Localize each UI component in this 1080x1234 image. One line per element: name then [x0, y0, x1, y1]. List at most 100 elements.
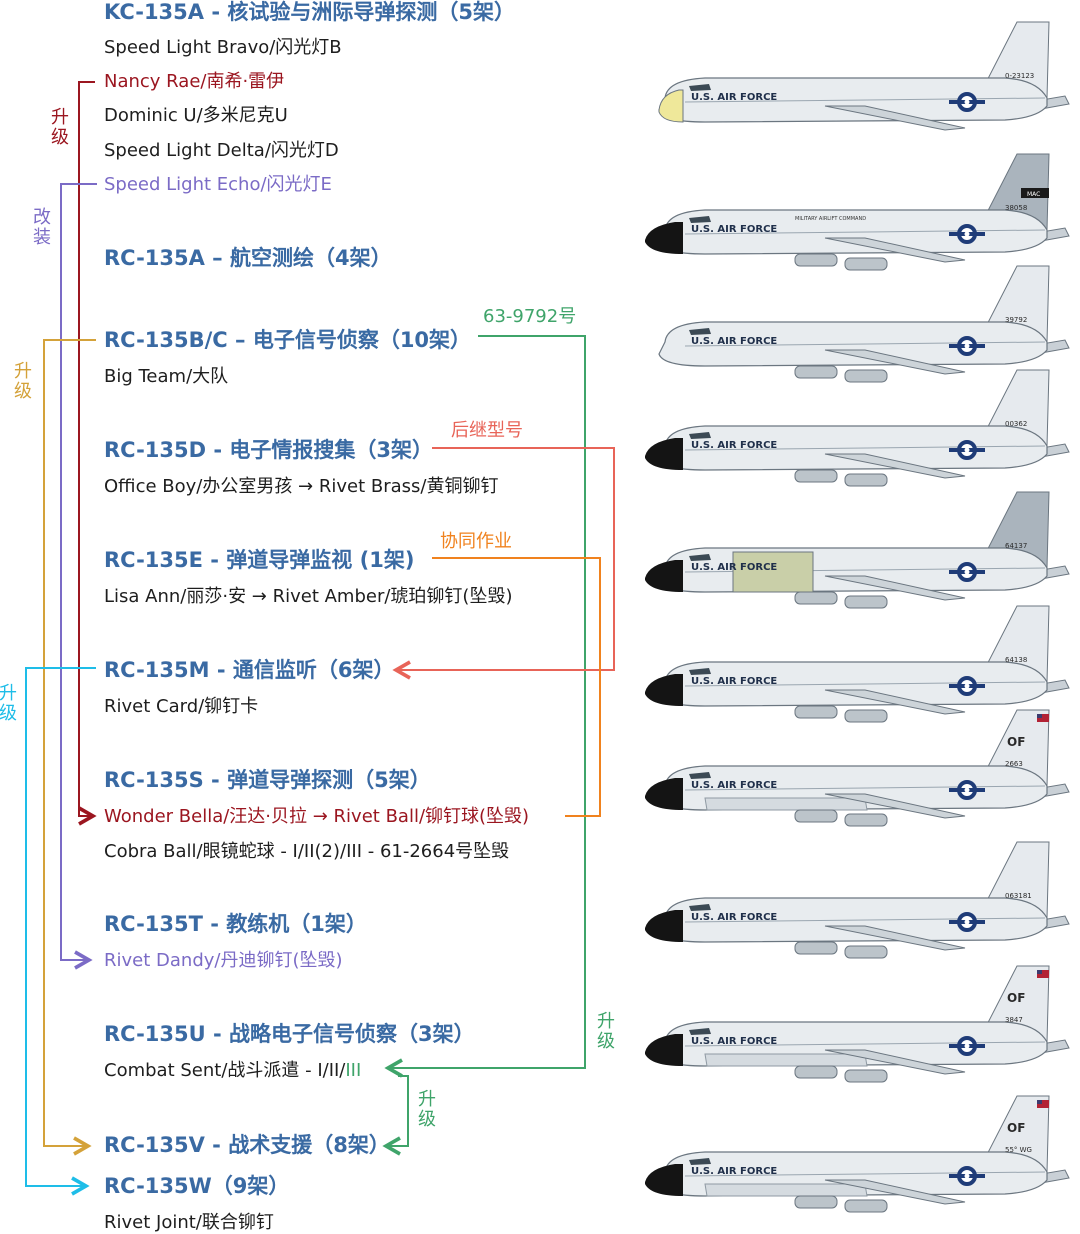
roundel-star — [964, 683, 970, 689]
variant-title: RC-135M - 通信监听（6架） — [104, 658, 395, 682]
variant-subtype: Combat Sent/战斗派遣 - I/II/III — [104, 1062, 361, 1080]
engine-nacelle — [844, 945, 888, 959]
variant-subtype: Office Boy/办公室男孩 → Rivet Brass/黄铜铆钉 — [104, 476, 499, 497]
variant-subtype: Rivet Card/铆钉卡 — [104, 696, 259, 717]
radome — [645, 438, 683, 470]
variant-title: KC-135A - 核试验与洲际导弹探测（5架） — [104, 0, 515, 24]
variant-subtype: Speed Light Delta/闪光灯D — [104, 140, 339, 161]
engine-nacelle — [844, 813, 888, 827]
variant-title: RC-135T - 教练机（1架） — [104, 912, 367, 936]
fuselage-stripe — [684, 229, 1046, 235]
fuselage-stripe — [684, 681, 1046, 687]
cheek-fairing — [704, 1183, 868, 1197]
wing — [824, 349, 966, 375]
roundel-star — [964, 343, 970, 349]
radome — [645, 1164, 683, 1196]
tail-number: 64138 — [1005, 656, 1027, 664]
fuselage-stripe — [684, 917, 1046, 923]
tail-flag-canton — [1037, 970, 1042, 974]
connector-salmon — [392, 447, 615, 680]
wing — [824, 1179, 966, 1205]
cockpit-window — [689, 1158, 711, 1165]
label-upgrade-gold: 升级 — [14, 361, 32, 402]
engine-nacelle — [844, 709, 888, 723]
tail-code: OF — [1007, 735, 1025, 749]
variant-subtype: Speed Light Bravo/闪光灯B — [104, 37, 342, 58]
engine-nacelle — [844, 1069, 888, 1083]
engine-nacelle — [794, 253, 838, 267]
fuselage-marking: U.S. AIR FORCE — [691, 1036, 777, 1047]
cockpit-window — [689, 772, 711, 779]
cockpit-window — [689, 668, 711, 675]
tail-number: 39792 — [1005, 316, 1027, 324]
connector-cyan — [25, 667, 96, 1196]
tail-number: 00362 — [1005, 420, 1027, 428]
fuselage-stripe — [684, 785, 1046, 791]
tail-band — [1021, 188, 1049, 198]
engine-nacelle — [794, 809, 838, 823]
radome — [645, 222, 683, 254]
cockpit-window — [689, 328, 711, 335]
subtype-prefix: Combat Sent/战斗派遣 - I/II/ — [104, 1060, 346, 1081]
roundel-star — [964, 1043, 970, 1049]
tail-flag — [1037, 970, 1049, 978]
tail-flag-canton — [1037, 1100, 1042, 1104]
engine-nacelle — [844, 369, 888, 383]
engine-nacelle — [794, 1195, 838, 1209]
radome — [645, 910, 683, 942]
label-upgrade-green: 升级 — [597, 1011, 615, 1052]
connector-purple — [60, 183, 97, 970]
variant-subtype: Cobra Ball/眼镜蛇球 - I/II(2)/III - 61-2664号… — [104, 841, 510, 862]
fuselage-marking: U.S. AIR FORCE — [691, 912, 777, 923]
variant-title: RC-135D - 电子情报搜集（3架） — [104, 438, 433, 462]
tail-number: 38058 — [1005, 204, 1027, 212]
engine-nacelle — [794, 365, 838, 379]
cockpit-window — [689, 904, 711, 911]
fuselage-stripe — [684, 1041, 1046, 1047]
label-upgrade-green-small: 升级 — [418, 1089, 436, 1130]
connector-red — [78, 81, 97, 826]
fuselage-marking: U.S. AIR FORCE — [691, 224, 777, 235]
engine-nacelle — [844, 595, 888, 609]
roundel-star — [964, 919, 970, 925]
roundel-star — [964, 447, 970, 453]
variant-title: RC-135S - 弹道导弹探测（5架） — [104, 768, 431, 792]
label-successor: 后继型号 — [451, 420, 523, 441]
tail-code: OF — [1007, 991, 1025, 1005]
wing — [824, 453, 966, 479]
variant-subtype: Nancy Rae/南希·雷伊 — [104, 71, 285, 92]
fuselage-stripe — [684, 445, 1046, 451]
tail-flag-canton — [1037, 714, 1042, 718]
fuselage-marking: U.S. AIR FORCE — [691, 780, 777, 791]
aircraft-side-view: U.S. AIR FORCE 2663 OF — [645, 709, 1070, 827]
variant-subtype: Dominic U/多米尼克U — [104, 105, 288, 126]
engine-nacelle — [844, 1199, 888, 1213]
engine-nacelle — [794, 591, 838, 605]
roundel-star — [964, 231, 970, 237]
wing — [824, 689, 966, 715]
connector-green — [384, 335, 586, 1078]
aircraft-side-view: U.S. AIR FORCE 64138 — [645, 605, 1070, 723]
tail-code: OF — [1007, 1121, 1025, 1135]
wing — [824, 105, 966, 131]
tail-flag — [1037, 714, 1049, 722]
tail-number: 2663 — [1005, 760, 1023, 768]
roundel-star — [964, 787, 970, 793]
variant-subtype: Big Team/大队 — [104, 366, 229, 387]
fuselage-marking: U.S. AIR FORCE — [691, 676, 777, 687]
tail-number: 0-23123 — [1005, 72, 1034, 80]
engine-nacelle — [794, 469, 838, 483]
engine-nacelle — [794, 941, 838, 955]
cockpit-window — [689, 432, 711, 439]
wing — [824, 237, 966, 263]
label-modify-purple: 改装 — [33, 207, 51, 248]
wing — [824, 575, 966, 601]
cockpit-window — [689, 1028, 711, 1035]
cheek-fairing — [704, 797, 868, 811]
